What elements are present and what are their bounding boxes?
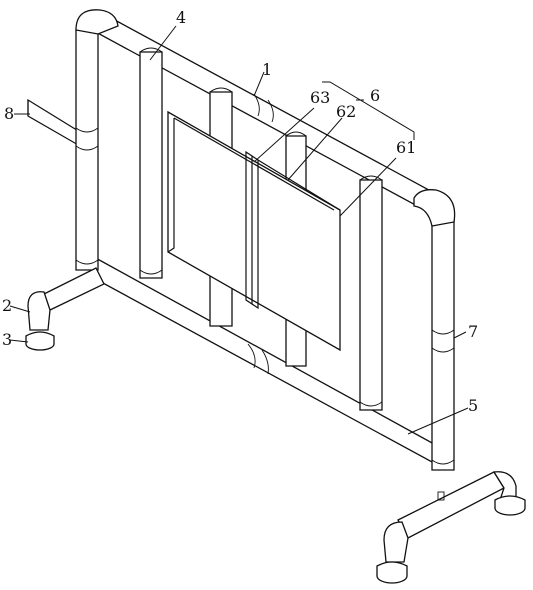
left-foot — [25, 267, 105, 351]
leader-2 — [9, 305, 31, 313]
leader-4 — [149, 25, 177, 61]
label-61: 61 — [396, 138, 417, 157]
intermediate-post-4 — [139, 47, 163, 279]
intermediate-post-4b — [359, 175, 383, 411]
label-3: 3 — [2, 330, 13, 349]
hook-bracket-8 — [27, 98, 81, 148]
leader-62 — [287, 117, 343, 181]
leader-5 — [407, 407, 469, 435]
label-63: 63 — [310, 88, 331, 107]
label-5: 5 — [468, 396, 479, 415]
sign-board-6 — [167, 110, 341, 352]
label-62: 62 — [336, 102, 357, 121]
bracket-6 — [322, 81, 415, 140]
leader-63 — [253, 107, 315, 163]
label-6: 6 — [370, 86, 381, 105]
label-8: 8 — [4, 104, 15, 123]
leader-1 — [253, 71, 265, 97]
left-post — [75, 9, 119, 271]
leader-61 — [339, 157, 397, 217]
leader-3 — [9, 339, 29, 343]
right-foot — [376, 471, 526, 584]
label-2: 2 — [2, 296, 13, 315]
label-7: 7 — [468, 322, 479, 341]
label-1: 1 — [262, 60, 273, 79]
leader-7 — [453, 331, 467, 339]
right-post — [413, 189, 456, 471]
label-4: 4 — [176, 8, 187, 27]
leader-lines — [9, 25, 469, 435]
